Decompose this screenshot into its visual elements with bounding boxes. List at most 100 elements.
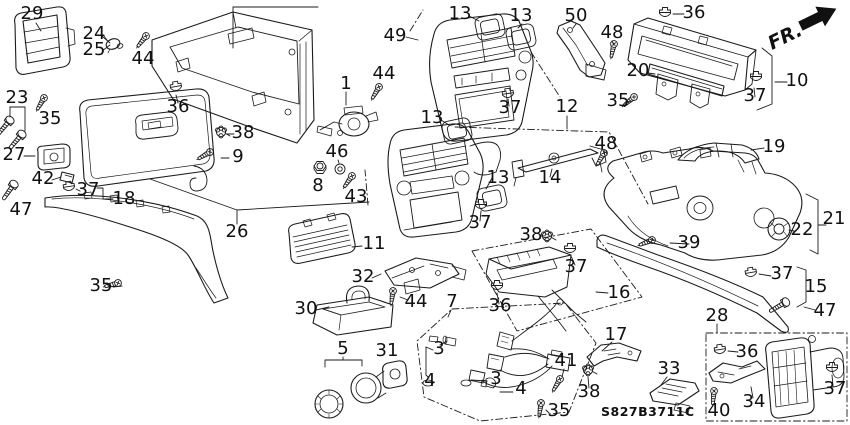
- callout-3-56: 3: [433, 338, 444, 359]
- callout-47-13: 47: [10, 199, 33, 220]
- group-boundary-lines: [232, 6, 848, 422]
- callout-38-61: 38: [578, 381, 601, 402]
- part-42-clip: [59, 171, 75, 184]
- part-5-lighter: [314, 370, 387, 419]
- callout-37-69: 37: [824, 378, 847, 399]
- callout-36-66: 36: [736, 341, 759, 362]
- callout-12-28: 12: [556, 96, 579, 117]
- callout-26-15: 26: [226, 221, 249, 242]
- callout-25-2: 25: [83, 39, 106, 60]
- part-28-vent-assembly: [765, 335, 845, 419]
- callout-33-64: 33: [658, 358, 681, 379]
- part-50-bracket: [556, 20, 607, 81]
- fr-direction-indicator: FR.: [765, 6, 837, 54]
- callout-41-60: 41: [555, 350, 578, 371]
- callout-3-58: 3: [490, 368, 501, 389]
- part-27-latch: [37, 143, 71, 171]
- callout-37-11: 37: [77, 179, 100, 200]
- callout-9-8: 9: [232, 146, 243, 167]
- clip-37-b: [750, 71, 762, 81]
- callout-19-37: 19: [763, 136, 786, 157]
- callout-43-33: 43: [345, 186, 368, 207]
- grommet-38-a: [215, 125, 231, 139]
- callout-35-14: 35: [90, 275, 113, 296]
- callout-17-63: 17: [605, 324, 628, 345]
- fr-arrow-icon: [798, 6, 837, 31]
- callout-38-43: 38: [520, 224, 543, 245]
- clip-36-a: [169, 80, 183, 92]
- part-1-sensor: [316, 105, 379, 137]
- callout-13-30: 13: [421, 107, 444, 128]
- callout-20-24: 20: [627, 60, 650, 81]
- part-31-ring-nut: [382, 360, 408, 389]
- callout-22-39: 22: [791, 219, 814, 240]
- callout-44-52: 44: [405, 291, 428, 312]
- callout-11-41: 11: [363, 233, 386, 254]
- bolt-23-a: [0, 114, 17, 138]
- clip-37-f: [744, 266, 758, 278]
- callout-46-31: 46: [326, 141, 349, 162]
- callout-16-46: 16: [608, 282, 631, 303]
- callout-30-51: 30: [295, 298, 318, 319]
- part-26-glovebox-lid: [79, 88, 215, 192]
- bezel-13-d: [475, 183, 509, 213]
- screw-9: [194, 146, 216, 164]
- part-24-25-clip: [103, 35, 124, 54]
- callout-36-23: 36: [683, 2, 706, 23]
- callout-13-34: 13: [487, 167, 510, 188]
- screw-44-center: [367, 81, 385, 103]
- part-22-ring: [767, 217, 791, 241]
- callout-4-57: 4: [424, 370, 435, 391]
- part-14-bracket: [511, 145, 607, 187]
- callout-27-9: 27: [3, 144, 26, 165]
- callout-40-68: 40: [708, 400, 731, 421]
- callout-28-65: 28: [706, 305, 729, 326]
- callout-1-16: 1: [340, 73, 351, 94]
- callout-15-49: 15: [805, 276, 828, 297]
- part-26-glovebox-frame: [151, 11, 315, 144]
- washer-46: [334, 163, 346, 175]
- callout-37-26: 37: [744, 85, 767, 106]
- part-16-center-lower-cover: [485, 246, 587, 332]
- clip-36-b: [659, 7, 671, 17]
- callout-50-21: 50: [565, 5, 588, 26]
- leader-lines: [9, 13, 834, 414]
- callout-32-44: 32: [352, 266, 375, 287]
- callout-8-32: 8: [312, 175, 323, 196]
- callout-10-25: 10: [786, 70, 809, 91]
- part-49-center-panel: [428, 13, 534, 142]
- fr-label: FR.: [765, 19, 806, 54]
- part-7-wire-harness: [422, 302, 571, 389]
- callout-34-67: 34: [743, 391, 766, 412]
- part-12-lower-center-panel: [387, 123, 502, 238]
- callout-37-47: 37: [565, 256, 588, 277]
- callout-42-10: 42: [32, 168, 55, 189]
- callout-14-35: 14: [539, 167, 562, 188]
- part-18-under-cover: [44, 191, 229, 304]
- part-17-bracket: [586, 342, 642, 367]
- callout-37-29: 37: [499, 97, 522, 118]
- callout-48-22: 48: [601, 22, 624, 43]
- diagram-code: S827B3711C: [601, 404, 695, 419]
- callout-31-55: 31: [376, 340, 399, 361]
- callout-44-3: 44: [132, 48, 155, 69]
- callout-44-17: 44: [373, 63, 396, 84]
- callout-36-6: 36: [167, 96, 190, 117]
- callout-29-0: 29: [21, 3, 44, 24]
- callout-35-62: 35: [548, 400, 571, 421]
- callout-47-50: 47: [814, 300, 837, 321]
- part-32-bracket: [384, 257, 467, 295]
- part-21-column-cover-lower: [603, 146, 803, 261]
- part-10-defroster-garnish: [627, 17, 757, 97]
- callout-37-42: 37: [469, 212, 492, 233]
- part-29-side-vent: [14, 6, 76, 75]
- callout-5-54: 5: [337, 338, 348, 359]
- callout-7-53: 7: [446, 291, 457, 312]
- part-33-bracket: [649, 378, 700, 414]
- part-15-side-trim: [596, 234, 789, 333]
- nut-8: [313, 161, 327, 174]
- clip-37-d: [475, 199, 487, 209]
- callout-13-19: 13: [449, 3, 472, 24]
